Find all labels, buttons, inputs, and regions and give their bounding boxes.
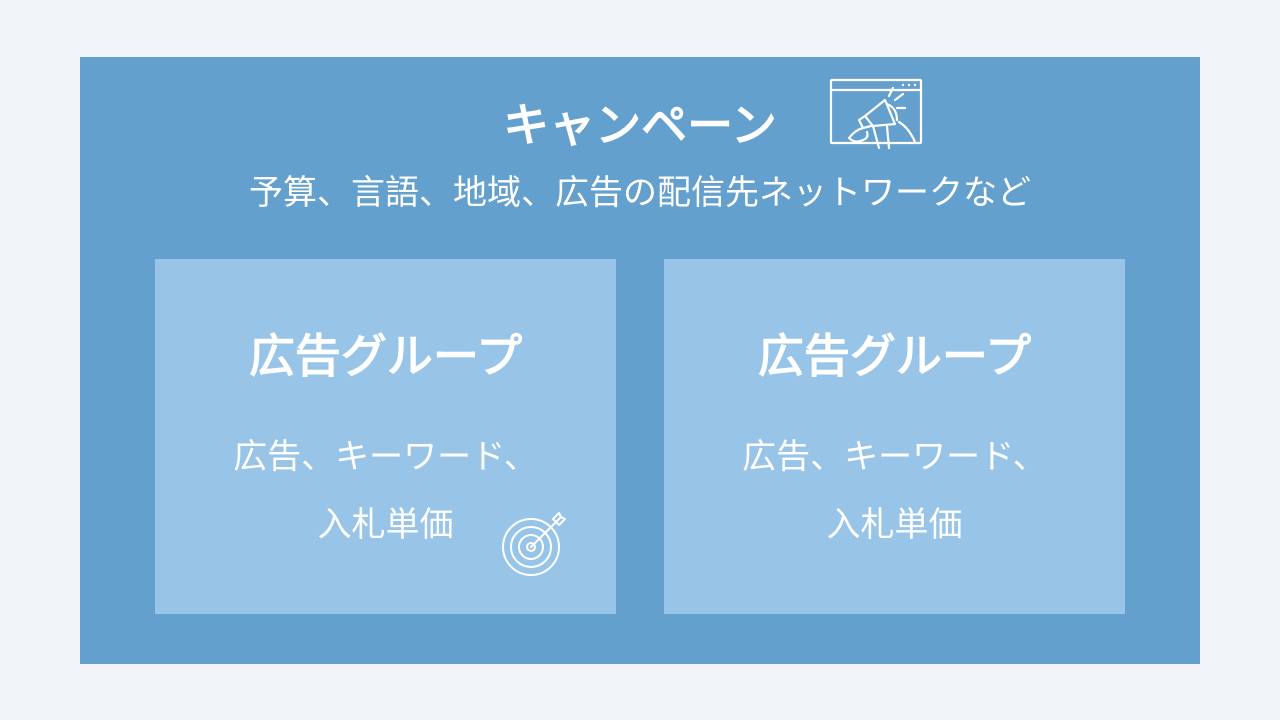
ad-group-contents-line: 広告、キーワード、 (742, 437, 1047, 477)
campaign-title: キャンペーン (503, 98, 777, 152)
ad-group-bid-line: 入札単価 (317, 505, 454, 545)
ad-group-box: 広告グループ 広告、キーワード、 入札単価 (664, 259, 1125, 614)
ad-group-bid-line: 入札単価 (826, 505, 963, 545)
ad-group-title: 広告グループ (757, 329, 1032, 383)
ad-group-contents-line: 広告、キーワード、 (233, 437, 538, 477)
ad-group-title: 広告グループ (248, 329, 523, 383)
campaign-description: 予算、言語、地域、広告の配信先ネットワークなど (249, 173, 1031, 213)
ad-group-box: 広告グループ 広告、キーワード、 入札単価 (155, 259, 616, 614)
megaphone-window-icon (829, 78, 923, 150)
target-icon (502, 512, 566, 576)
